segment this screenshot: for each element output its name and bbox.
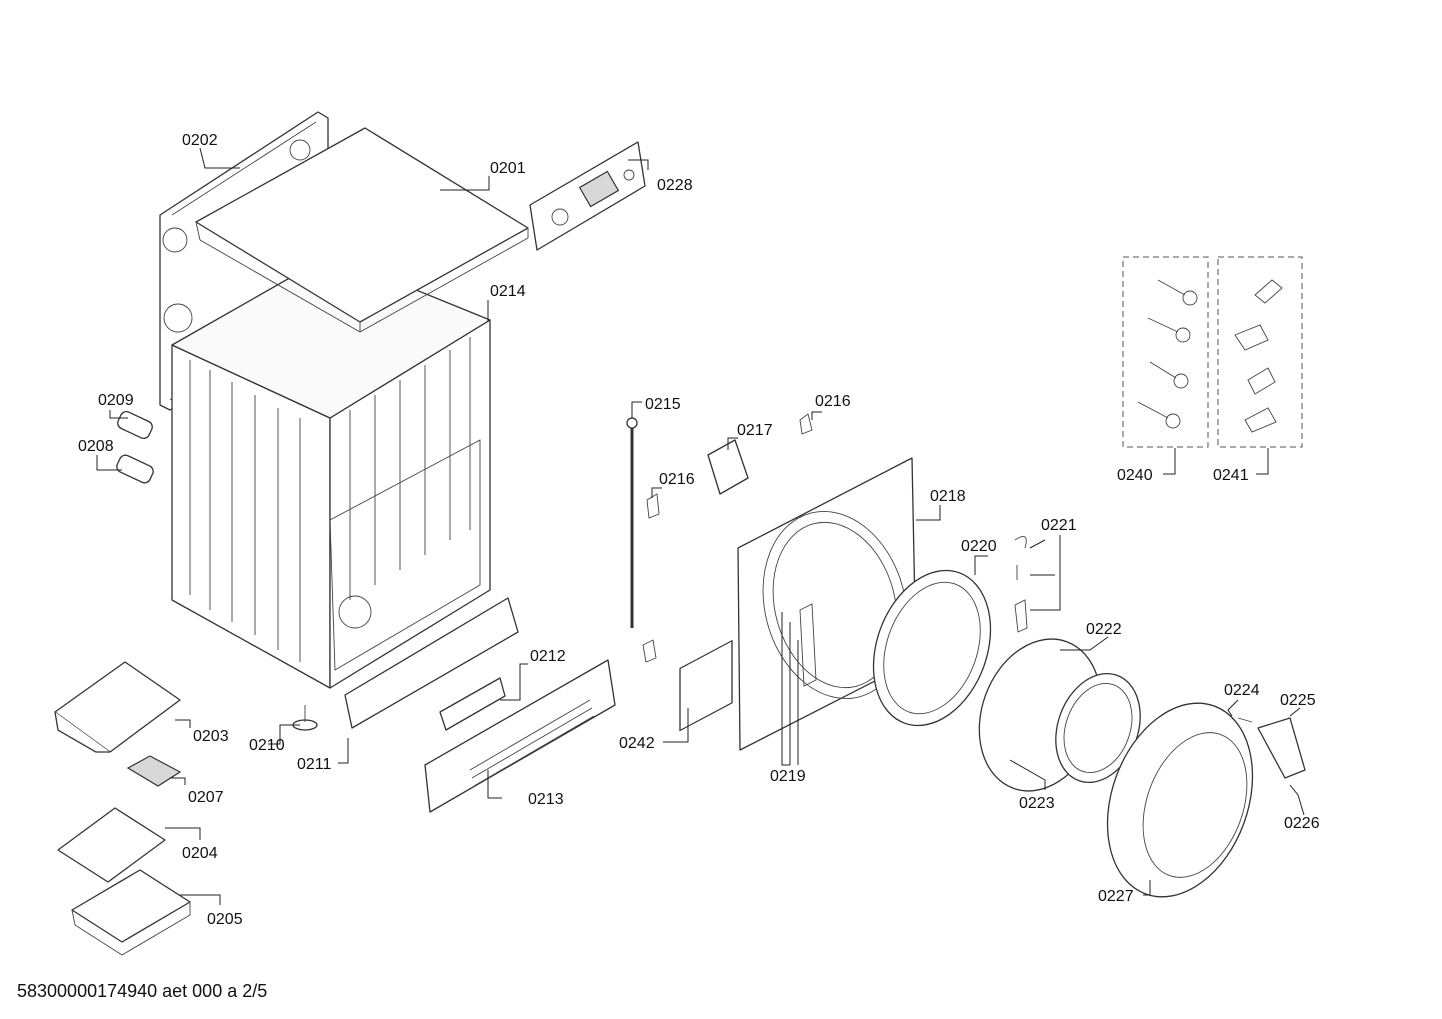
label-0217: 0217 [737, 422, 773, 439]
label-0218: 0218 [930, 488, 966, 505]
label-0213: 0213 [528, 791, 564, 808]
label-0204: 0204 [182, 845, 218, 862]
label-0211: 0211 [297, 756, 332, 773]
label-0203: 0203 [193, 728, 229, 745]
label-0222: 0222 [1086, 621, 1122, 638]
leader-lines [96, 147, 1305, 905]
label-0241: 0241 [1213, 467, 1249, 484]
label-0240: 0240 [1117, 467, 1153, 484]
label-0242: 0242 [619, 735, 655, 752]
label-0210: 0210 [249, 737, 285, 754]
label-0225: 0225 [1280, 692, 1316, 709]
document-code: 58300000174940 aet 000 a 2/5 [17, 981, 268, 1001]
drawer-housing-drawing [54, 661, 181, 753]
label-0228: 0228 [657, 177, 693, 194]
label-0227: 0227 [1098, 888, 1134, 905]
label-0216-mid: 0216 [659, 471, 695, 488]
label-0202: 0202 [182, 132, 218, 149]
label-0221: 0221 [1041, 517, 1077, 534]
electronic-module-drawings [57, 755, 191, 956]
label-0219: 0219 [770, 768, 806, 785]
pump-drawings [116, 410, 154, 484]
control-panel-drawing [529, 141, 646, 251]
door-lock-drawings [626, 413, 813, 663]
label-0212: 0212 [530, 648, 566, 665]
base-panel-drawings [344, 597, 616, 813]
label-0214: 0214 [490, 283, 526, 300]
small-parts-kit-drawings [1122, 256, 1303, 448]
label-0224: 0224 [1224, 682, 1260, 699]
label-0216-top: 0216 [815, 393, 851, 410]
label-0223: 0223 [1019, 795, 1055, 812]
label-0205: 0205 [207, 911, 243, 928]
door-assembly-drawings [872, 535, 1306, 898]
label-0207: 0207 [188, 789, 224, 806]
foot-drawing [292, 705, 318, 731]
label-0215: 0215 [645, 396, 681, 413]
label-0226: 0226 [1284, 815, 1320, 832]
label-0220: 0220 [961, 538, 997, 555]
label-0209: 0209 [98, 392, 134, 409]
cabinet-body-drawing [171, 254, 491, 689]
label-0201: 0201 [490, 160, 526, 177]
top-lid-drawing [195, 127, 529, 333]
label-0208: 0208 [78, 438, 114, 455]
part-labels: 0202 0201 0228 0214 0209 0208 0203 0207 … [78, 132, 1320, 928]
